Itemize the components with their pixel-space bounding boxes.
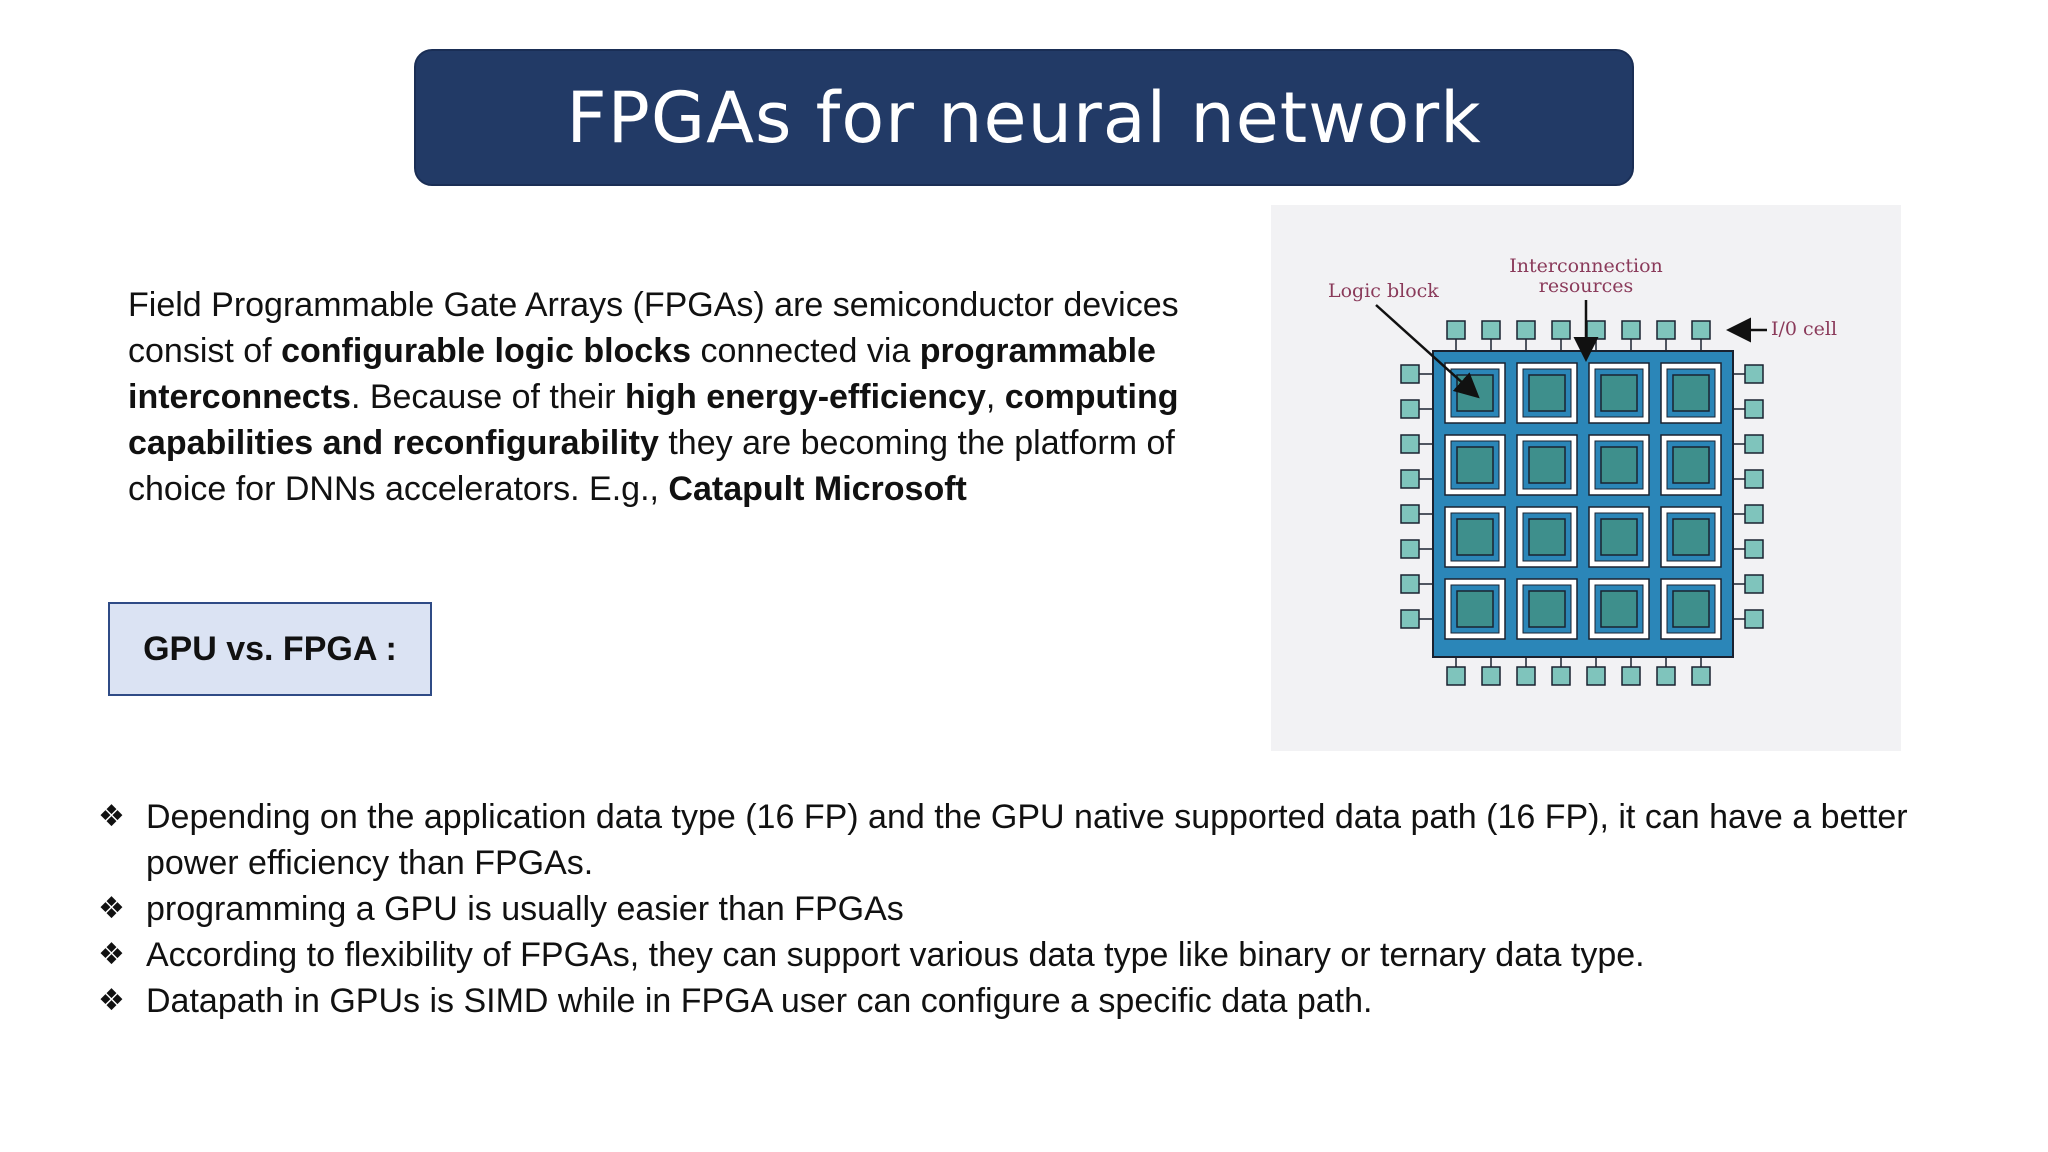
intro-emphasis: configurable logic blocks xyxy=(281,332,692,370)
io-cell xyxy=(1744,609,1764,629)
logic-block xyxy=(1672,446,1710,484)
intro-emphasis: high energy-efficiency xyxy=(625,378,986,416)
bullet-text: Datapath in GPUs is SIMD while in FPGA u… xyxy=(146,982,1373,1020)
logic-block xyxy=(1600,590,1638,628)
io-cell xyxy=(1744,434,1764,454)
io-cell xyxy=(1516,666,1536,686)
io-cell xyxy=(1481,666,1501,686)
title-banner: FPGAs for neural network xyxy=(414,49,1634,186)
io-cell xyxy=(1586,666,1606,686)
bullet-diamond-icon: ❖ xyxy=(98,891,125,926)
io-cell xyxy=(1400,504,1420,524)
bullet-diamond-icon: ❖ xyxy=(98,799,125,834)
bullet-diamond-icon: ❖ xyxy=(98,983,125,1018)
interconnection-label-line2: resources xyxy=(1539,275,1633,297)
io-cell xyxy=(1400,399,1420,419)
fpga-diagram-svg: Logic block Interconnection resources I/… xyxy=(1328,255,1837,686)
bullet-text: Depending on the application data type (… xyxy=(146,798,1908,882)
bullet-item: ❖ Datapath in GPUs is SIMD while in FPGA … xyxy=(98,978,1998,1024)
io-cell xyxy=(1691,320,1711,340)
comparison-bullet-list: ❖ Depending on the application data type … xyxy=(98,794,1998,1024)
intro-text: Field Programmable Gate Arrays (FPGAs) a… xyxy=(128,286,1179,370)
logic-block xyxy=(1672,374,1710,412)
intro-emphasis: programmable interconnects xyxy=(128,332,1156,416)
logic-block xyxy=(1528,518,1566,556)
bullet-text: programming a GPU is usually easier than… xyxy=(146,890,904,928)
io-cell-label: I/0 cell xyxy=(1771,318,1837,340)
io-cell xyxy=(1400,469,1420,489)
io-cell xyxy=(1744,364,1764,384)
interconnection-label-line1: Interconnection xyxy=(1509,255,1663,277)
intro-paragraph: Field Programmable Gate Arrays (FPGAs) a… xyxy=(128,282,1228,512)
bullet-text: According to flexibility of FPGAs, they … xyxy=(146,936,1645,974)
gpu-vs-fpga-box: GPU vs. FPGA : xyxy=(108,602,432,696)
intro-text: connected via xyxy=(691,332,920,370)
logic-block xyxy=(1600,446,1638,484)
logic-block xyxy=(1528,446,1566,484)
intro-emphasis: computing capabilities and reconfigurabi… xyxy=(128,378,1179,462)
logic-block-label: Logic block xyxy=(1328,280,1439,302)
bullet-item: ❖ According to flexibility of FPGAs, they… xyxy=(98,932,1998,978)
logic-block xyxy=(1600,518,1638,556)
io-cell xyxy=(1551,320,1571,340)
io-cell xyxy=(1586,320,1606,340)
intro-text: , xyxy=(985,378,1005,416)
bullet-item: ❖ Depending on the application data type … xyxy=(98,794,1998,886)
logic-block xyxy=(1528,374,1566,412)
io-cell xyxy=(1744,469,1764,489)
logic-block xyxy=(1456,590,1494,628)
logic-block xyxy=(1528,590,1566,628)
io-cell xyxy=(1656,320,1676,340)
io-cell xyxy=(1400,574,1420,594)
intro-text: . Because of their xyxy=(350,378,625,416)
logic-block xyxy=(1456,518,1494,556)
io-cell xyxy=(1400,609,1420,629)
fpga-architecture-diagram: Logic block Interconnection resources I/… xyxy=(1271,205,1901,751)
intro-emphasis: Catapult Microsoft xyxy=(668,470,967,508)
io-cell xyxy=(1744,539,1764,559)
logic-block-arrow xyxy=(1375,304,1480,399)
io-cell xyxy=(1400,364,1420,384)
logic-block xyxy=(1672,590,1710,628)
slide-title: FPGAs for neural network xyxy=(566,76,1482,159)
bullet-item: ❖ programming a GPU is usually easier tha… xyxy=(98,886,1998,932)
io-cell xyxy=(1691,666,1711,686)
bullet-diamond-icon: ❖ xyxy=(98,937,125,972)
io-cell xyxy=(1551,666,1571,686)
io-cell xyxy=(1744,574,1764,594)
io-cell xyxy=(1516,320,1536,340)
io-cell xyxy=(1656,666,1676,686)
logic-block xyxy=(1672,518,1710,556)
fpga-fabric xyxy=(1375,300,1767,686)
io-cell xyxy=(1446,320,1466,340)
io-cell xyxy=(1744,504,1764,524)
intro-text: they are becoming the platform of choice… xyxy=(128,424,1175,508)
io-cell xyxy=(1744,399,1764,419)
logic-block xyxy=(1456,446,1494,484)
io-cell xyxy=(1446,666,1466,686)
io-cell xyxy=(1400,539,1420,559)
io-cell xyxy=(1481,320,1501,340)
io-cell xyxy=(1621,320,1641,340)
logic-block xyxy=(1600,374,1638,412)
io-cell xyxy=(1400,434,1420,454)
io-cell xyxy=(1621,666,1641,686)
